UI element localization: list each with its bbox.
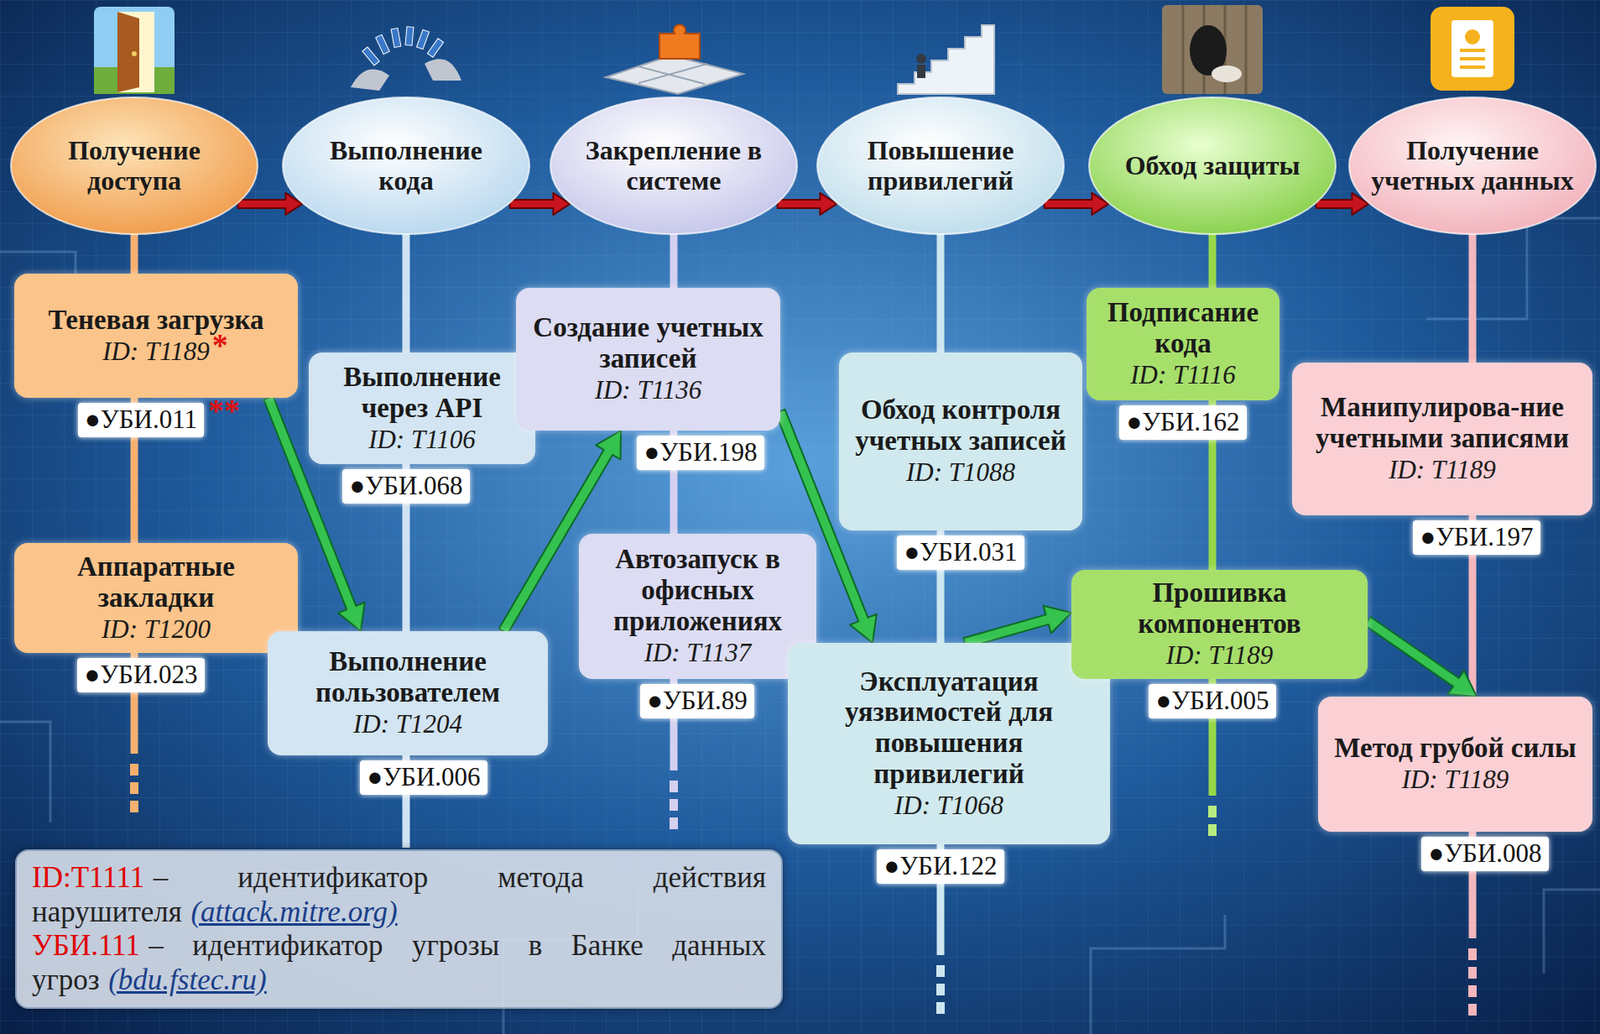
technique-box: Аппаратные закладкиID: T1200 — [14, 542, 298, 653]
tactic-header: Повышение привилегий — [816, 96, 1065, 235]
attack-path-arrow-shape — [963, 605, 1072, 648]
tactic-title: Повышение привилегий — [834, 135, 1047, 197]
technique-name: Выполнение пользователем — [276, 646, 540, 709]
header-ellipse-shape — [817, 97, 1064, 235]
technique-name: Выполнение через API — [317, 361, 527, 424]
tactic-arrow — [238, 192, 303, 215]
circuit-lines — [0, 218, 1600, 1034]
technique-box: Эксплуатация уязвимостей для повышения п… — [787, 642, 1111, 845]
tactic-header: Получение учетных данных — [1348, 96, 1597, 235]
tactic-header: Обход защиты — [1088, 96, 1337, 235]
technique-id: ID: T1106 — [368, 423, 476, 455]
technique-name: Прошивка компонентов — [1079, 577, 1360, 640]
technique-id: ID: T1204 — [353, 708, 463, 740]
header-ellipse-shape — [1349, 97, 1596, 235]
column-lines — [134, 226, 1473, 955]
tactic-arrow — [1316, 192, 1370, 215]
threat-id-label: ●УБИ.197 — [1412, 520, 1540, 555]
threat-id-label: ●УБИ.008 — [1421, 836, 1548, 871]
threat-id-label: ●УБИ.005 — [1148, 683, 1276, 719]
tactic-header: Выполнение кода — [281, 96, 531, 235]
threat-id-label: ●УБИ.006 — [359, 760, 487, 795]
tactic-title: Получение учетных данных — [1366, 135, 1579, 197]
technique-name: Метод грубой силы — [1334, 732, 1576, 764]
header-ellipse-shape — [282, 97, 530, 235]
tactic-arrow-shape — [1044, 192, 1110, 215]
footnote-mark: * — [212, 328, 229, 361]
tactic-arrow — [1044, 192, 1110, 215]
tactic-arrow-shape — [510, 192, 571, 215]
technique-id: ID: T1200 — [101, 613, 211, 645]
technique-box: Выполнение пользователемID: T1204 — [267, 630, 548, 756]
fence-icon — [1162, 5, 1263, 94]
threat-id-label: ●УБИ.068 — [342, 469, 470, 504]
threat-id-label: ●УБИ.198 — [636, 435, 764, 470]
tactic-arrow — [777, 192, 838, 215]
transfer-icon — [350, 26, 462, 91]
puzzle-icon — [605, 24, 744, 94]
technique-name: Автозапуск в офисных приложениях — [587, 543, 808, 637]
tactic-title: Обход защиты — [1125, 151, 1301, 182]
tactic-header: Получение доступа — [10, 96, 259, 235]
technique-box: Метод грубой силыID: T1189 — [1318, 696, 1593, 832]
technique-box: Манипулирова-ние учетными записямиID: T1… — [1292, 362, 1593, 516]
technique-id: ID: T1189 — [1166, 639, 1274, 671]
threat-id-label: ●УБИ.122 — [876, 849, 1004, 884]
technique-id: ID: T1068 — [894, 789, 1004, 821]
legend-line: УБИ.111– идентификатор угрозы в Банке да… — [31, 928, 767, 997]
attack-path-arrow — [1365, 616, 1477, 697]
header-ellipse-shape — [1089, 97, 1336, 235]
technique-name: Подписание кода — [1094, 297, 1272, 360]
technique-name: Эксплуатация уязвимостей для повышения п… — [796, 666, 1102, 791]
technique-box: Автозапуск в офисных приложенияхID: T113… — [578, 533, 817, 679]
threat-id-label: ●УБИ.011 — [78, 402, 204, 438]
tactic-arrow-shape — [777, 192, 838, 215]
legend-key: ID:T1111 — [31, 860, 145, 894]
footnote-mark: ** — [208, 394, 240, 427]
threat-id-label: ●УБИ.031 — [896, 535, 1024, 570]
tactic-arrow-shape — [1316, 192, 1370, 215]
stairs-icon — [897, 25, 995, 94]
tactic-arrow — [510, 192, 571, 215]
threat-id-label: ●УБИ.89 — [640, 683, 755, 719]
technique-name: Аппаратные закладки — [22, 551, 290, 614]
threat-id-label: ●УБИ.023 — [77, 657, 204, 693]
technique-name: Манипулирова-ние учетными записями — [1300, 391, 1585, 454]
technique-id: ID: T1088 — [906, 456, 1016, 488]
tactic-header: Закрепление в системе — [549, 96, 798, 235]
technique-box: Выполнение через APIID: T1106 — [308, 352, 536, 464]
technique-box: Теневая загрузкаID: T1189 — [14, 273, 298, 398]
header-ellipse-shape — [10, 97, 258, 235]
technique-id: ID: T1136 — [594, 374, 703, 406]
door-icon — [93, 6, 175, 94]
legend-note: ID:T1111– идентификатор метода действия … — [15, 849, 783, 1009]
technique-id: ID: T1189 — [1388, 453, 1496, 485]
legend-key: УБИ.111 — [31, 928, 141, 962]
document-icon — [1430, 6, 1515, 91]
technique-name: Обход контроля учетных записей — [847, 394, 1074, 457]
attack-path-arrow-shape — [1365, 616, 1477, 697]
tactic-title: Получение доступа — [28, 135, 240, 197]
header-ellipse-shape — [550, 97, 798, 235]
attack-path-arrow — [963, 605, 1072, 648]
technique-name: Создание учетных записей — [524, 312, 772, 375]
legend-link: (bdu.fstec.ru) — [108, 963, 267, 996]
technique-box: Создание учетных записейID: T1136 — [515, 287, 781, 431]
technique-id: ID: T1137 — [644, 636, 752, 668]
technique-id: ID: T1116 — [1130, 359, 1236, 391]
technique-name: Теневая загрузка — [48, 304, 265, 336]
tactic-arrow-shape — [238, 192, 303, 215]
technique-box: Прошивка компонентовID: T1189 — [1071, 569, 1368, 679]
technique-box: Обход контроля учетных записейID: T1088 — [839, 352, 1083, 531]
technique-id: ID: T1189 — [1401, 763, 1510, 795]
technique-id: ID: T1189 — [102, 335, 210, 367]
threat-id-label: ●УБИ.162 — [1119, 405, 1246, 440]
technique-box: Подписание кодаID: T1116 — [1086, 287, 1280, 401]
tactic-title: Закрепление в системе — [568, 135, 780, 197]
legend-link: (attack.mitre.org) — [190, 895, 397, 928]
tactic-title: Выполнение кода — [300, 135, 512, 197]
legend-line: ID:T1111– идентификатор метода действия … — [31, 860, 767, 929]
